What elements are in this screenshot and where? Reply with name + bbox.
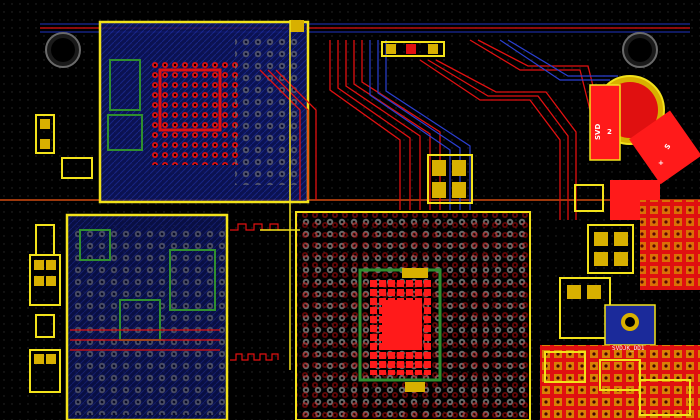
label-plus: + <box>658 159 664 167</box>
mounting-hole-icon-left <box>45 32 81 68</box>
silkscreen-guide <box>260 20 300 370</box>
module-top-left[interactable] <box>98 20 310 204</box>
bga-processor[interactable] <box>295 211 531 420</box>
module-bottom-left[interactable] <box>65 213 229 420</box>
fanout-traces-blue <box>369 39 618 210</box>
meander-traces <box>230 223 286 361</box>
label-svd: SVD <box>594 124 602 140</box>
label-svd-number: 2 <box>607 128 612 136</box>
mounting-hole-icon-right <box>622 32 658 68</box>
component-cluster-mid[interactable] <box>427 154 473 204</box>
label-svdjk: SVDJK_DD1 <box>612 345 645 352</box>
label-conn-s: S <box>663 142 672 151</box>
left-components[interactable] <box>29 114 93 393</box>
power-section-right[interactable] <box>540 75 700 420</box>
connector-pads-top[interactable] <box>290 20 445 57</box>
fanout-traces <box>259 39 599 220</box>
